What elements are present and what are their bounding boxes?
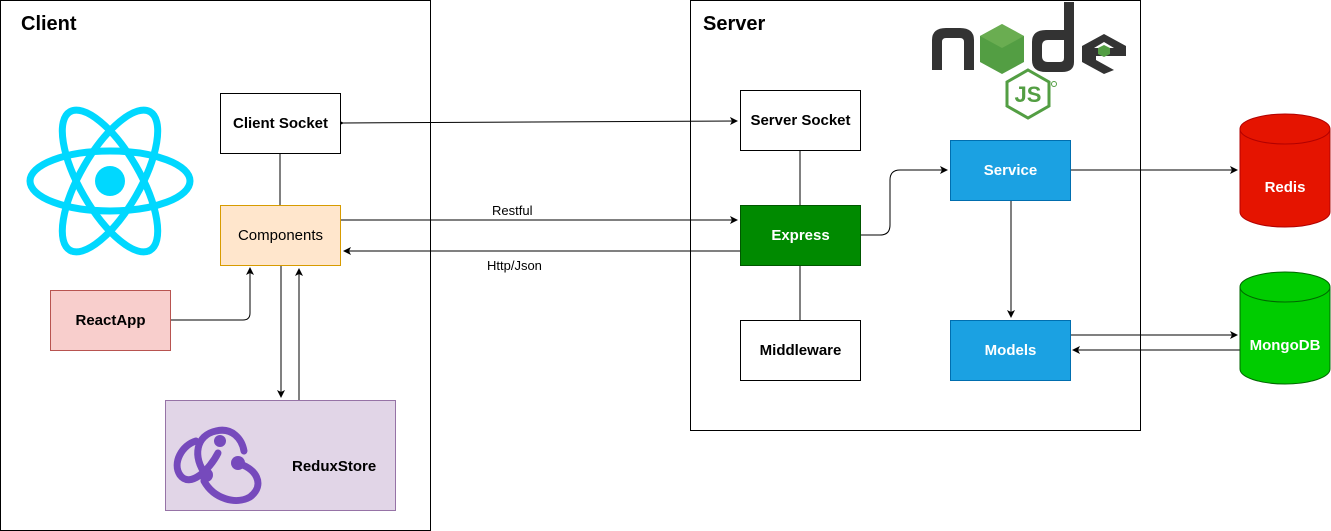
redux-store-node[interactable]: ReduxStore xyxy=(165,400,396,511)
reactapp-components-edge xyxy=(171,267,254,321)
react-app-node[interactable]: ReactApp xyxy=(50,290,171,351)
express-node[interactable]: Express xyxy=(740,205,861,266)
middleware-node[interactable]: Middleware xyxy=(740,320,861,381)
react-logo-icon xyxy=(26,106,194,256)
redis-label: Redis xyxy=(1264,179,1306,196)
redis-cylinder xyxy=(1239,113,1331,228)
restful-label: Restful xyxy=(492,203,533,218)
client-group-title: Client xyxy=(21,13,77,35)
client-socket-node[interactable]: Client Socket xyxy=(220,93,341,154)
express-service-edge xyxy=(860,166,948,236)
svg-text:JS: JS xyxy=(1015,82,1042,107)
components-node[interactable]: Components xyxy=(220,205,341,266)
redux-logo-icon xyxy=(173,426,262,504)
server-socket-node[interactable]: Server Socket xyxy=(740,90,861,151)
mongodb-label: MongoDB xyxy=(1249,337,1321,354)
http-json-label: Http/Json xyxy=(487,258,542,273)
mongodb-cylinder xyxy=(1239,271,1331,385)
redux-store-label: ReduxStore xyxy=(292,458,377,475)
nodejs-logo-icon: JS xyxy=(932,2,1126,120)
models-node[interactable]: Models xyxy=(950,320,1071,381)
server-group-title: Server xyxy=(703,13,766,35)
service-node[interactable]: Service xyxy=(950,140,1071,201)
socket-connection-edge xyxy=(335,117,738,128)
